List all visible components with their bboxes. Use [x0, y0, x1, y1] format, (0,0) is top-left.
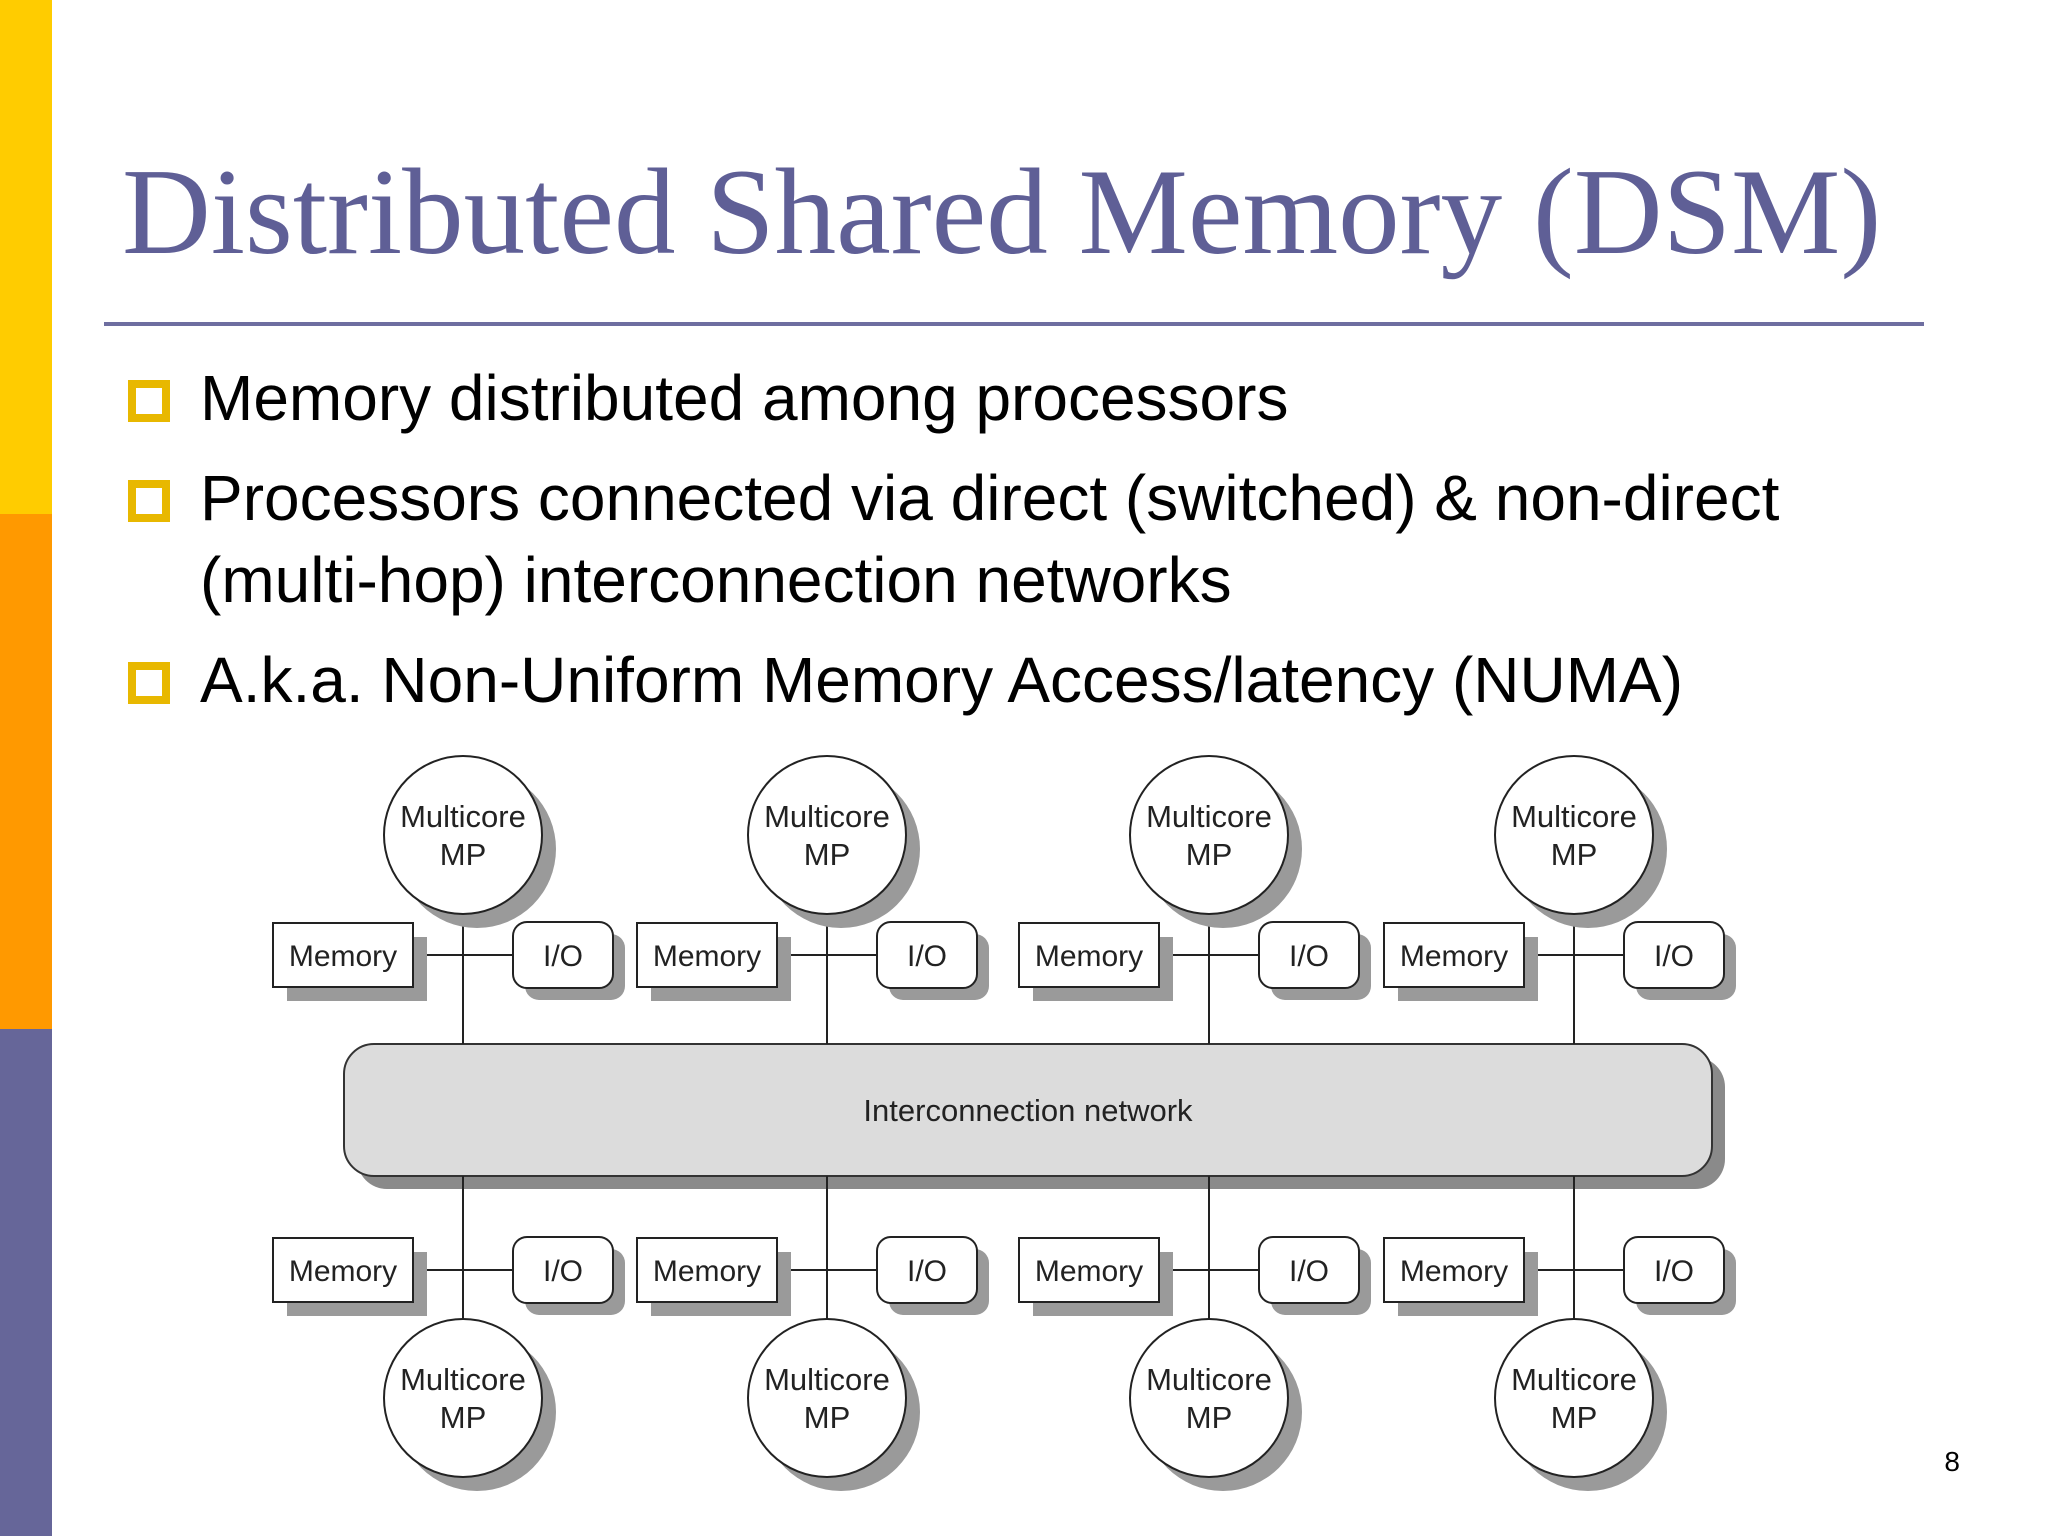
- sidebar-accent-orange: [0, 514, 52, 1029]
- memory-label: Memory: [289, 1255, 397, 1288]
- sidebar-accent-purple: [0, 1029, 52, 1536]
- processor-node: [383, 755, 543, 915]
- memory-box: [1383, 922, 1525, 988]
- memory-box: [272, 922, 414, 988]
- memory-label: Memory: [1035, 1255, 1143, 1288]
- memory-box: [272, 1237, 414, 1303]
- processor-node: [1129, 755, 1289, 915]
- io-label: I/O: [1289, 940, 1329, 973]
- io-label: I/O: [1654, 940, 1694, 973]
- slide-title: Distributed Shared Memory (DSM): [122, 143, 1882, 280]
- title-divider: [104, 322, 1924, 326]
- page-number: 8: [1944, 1446, 1960, 1477]
- network-label: Interconnection network: [863, 1093, 1193, 1128]
- memory-label: Memory: [1400, 1255, 1508, 1288]
- processor-label-line2: MP: [1551, 1400, 1598, 1435]
- processor-node: [1129, 1318, 1289, 1478]
- processor-label-line2: MP: [1186, 837, 1233, 872]
- bullet-square-icon: [128, 380, 170, 422]
- bullet-item-3: A.k.a. Non-Uniform Memory Access/latency…: [200, 644, 1683, 716]
- io-label: I/O: [543, 940, 583, 973]
- processor-node: [1494, 1318, 1654, 1478]
- memory-box: [1383, 1237, 1525, 1303]
- processor-label-line2: MP: [804, 837, 851, 872]
- processor-label-line1: Multicore: [400, 799, 526, 834]
- bullet-item-2: Processors connected via direct (switche…: [200, 462, 1780, 616]
- io-label: I/O: [543, 1255, 583, 1288]
- processor-label-line2: MP: [1551, 837, 1598, 872]
- io-box: [512, 921, 614, 989]
- bullet-square-icon: [128, 662, 170, 704]
- io-box: [512, 1236, 614, 1304]
- bullet-item-1: Memory distributed among processors: [200, 362, 1289, 434]
- memory-label: Memory: [1400, 940, 1508, 973]
- memory-label: Memory: [1035, 940, 1143, 973]
- processor-label-line2: MP: [440, 837, 487, 872]
- io-box: [1258, 1236, 1360, 1304]
- io-box: [876, 1236, 978, 1304]
- io-box: [1623, 921, 1725, 989]
- memory-box: [1018, 1237, 1160, 1303]
- io-label: I/O: [1654, 1255, 1694, 1288]
- memory-box: [636, 922, 778, 988]
- processor-node: [747, 1318, 907, 1478]
- processor-label-line2: MP: [1186, 1400, 1233, 1435]
- processor-label-line1: Multicore: [1146, 1362, 1272, 1397]
- processor-node: [747, 755, 907, 915]
- io-box: [1258, 921, 1360, 989]
- processor-label-line2: MP: [440, 1400, 487, 1435]
- io-label: I/O: [907, 1255, 947, 1288]
- processor-node: [1494, 755, 1654, 915]
- processor-label-line1: Multicore: [1511, 799, 1637, 834]
- processor-node: [383, 1318, 543, 1478]
- bullet-square-icon: [128, 480, 170, 522]
- processor-label-line1: Multicore: [764, 1362, 890, 1397]
- io-box: [876, 921, 978, 989]
- memory-label: Memory: [653, 940, 761, 973]
- memory-label: Memory: [289, 940, 397, 973]
- processor-label-line1: Multicore: [1511, 1362, 1637, 1397]
- io-box: [1623, 1236, 1725, 1304]
- processor-label-line1: Multicore: [400, 1362, 526, 1397]
- memory-label: Memory: [653, 1255, 761, 1288]
- processor-label-line1: Multicore: [764, 799, 890, 834]
- processor-label-line1: Multicore: [1146, 799, 1272, 834]
- interconnection-network: [343, 1043, 1713, 1177]
- sidebar-accent-yellow: [0, 0, 52, 514]
- io-label: I/O: [907, 940, 947, 973]
- memory-box: [1018, 922, 1160, 988]
- io-label: I/O: [1289, 1255, 1329, 1288]
- processor-label-line2: MP: [804, 1400, 851, 1435]
- memory-box: [636, 1237, 778, 1303]
